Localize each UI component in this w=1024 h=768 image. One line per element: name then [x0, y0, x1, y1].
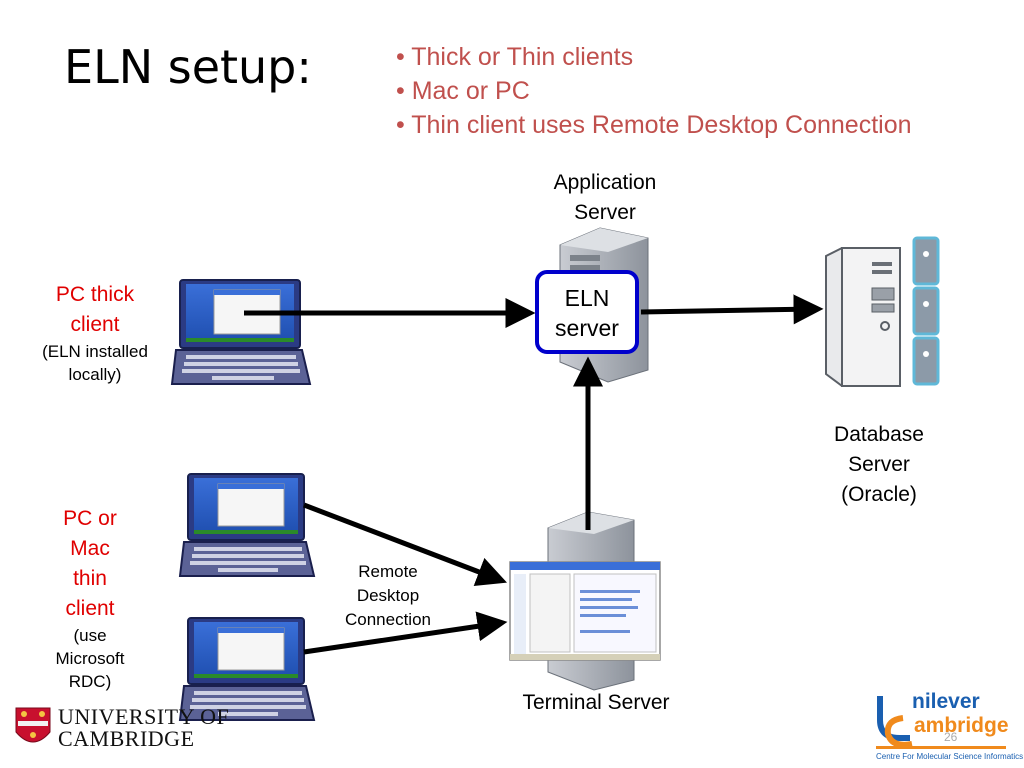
page-title: ELN setup:	[64, 40, 312, 94]
database-server-label: Database Server (Oracle)	[834, 423, 924, 506]
rdc-label: Remote Desktop Connection	[344, 562, 431, 629]
application-server-label: Application Server	[553, 171, 657, 224]
cambridge-logo-text: ambridge	[914, 714, 1009, 737]
logo-caption: Centre For Molecular Science Informatics	[876, 752, 1024, 761]
eln-server-box: ELN server	[535, 270, 639, 354]
laptop-thin-client-icon	[178, 473, 316, 577]
arrow-laptop2-to-terminal	[303, 502, 508, 586]
bullet-list: • Thick or Thin clients • Mac or PC • Th…	[396, 40, 912, 142]
arrow-laptop3-to-terminal	[303, 611, 508, 655]
eln-server-label: ELN	[564, 285, 610, 311]
laptop-thin-client-icon	[178, 617, 316, 721]
unilever-cambridge-logo-icon	[876, 696, 1006, 749]
bullet-item: • Thin client uses Remote Desktop Connec…	[396, 111, 912, 139]
thin-client-label: PC or Mac thin client (use Microsoft RDC…	[55, 507, 125, 691]
terminal-server-label: Terminal Server	[522, 691, 670, 714]
unilever-logo-text: nilever	[912, 690, 980, 713]
bullet-item: • Mac or PC	[396, 77, 530, 105]
database-server-icon	[825, 247, 901, 388]
arrow-eln-to-database	[640, 294, 824, 325]
page-number: 26	[944, 730, 958, 744]
laptop-thick-client-icon	[170, 279, 312, 385]
thick-client-label: PC thick client (ELN installed locally)	[42, 283, 148, 384]
eln-server-label: server	[555, 315, 619, 341]
university-logo-text: UNIVERSITY OF CAMBRIDGE	[58, 704, 230, 751]
terminal-server-screen-icon	[509, 561, 661, 661]
cambridge-crest-icon	[15, 707, 51, 743]
bullet-item: • Thick or Thin clients	[396, 43, 634, 71]
database-disk-icon	[912, 236, 940, 386]
